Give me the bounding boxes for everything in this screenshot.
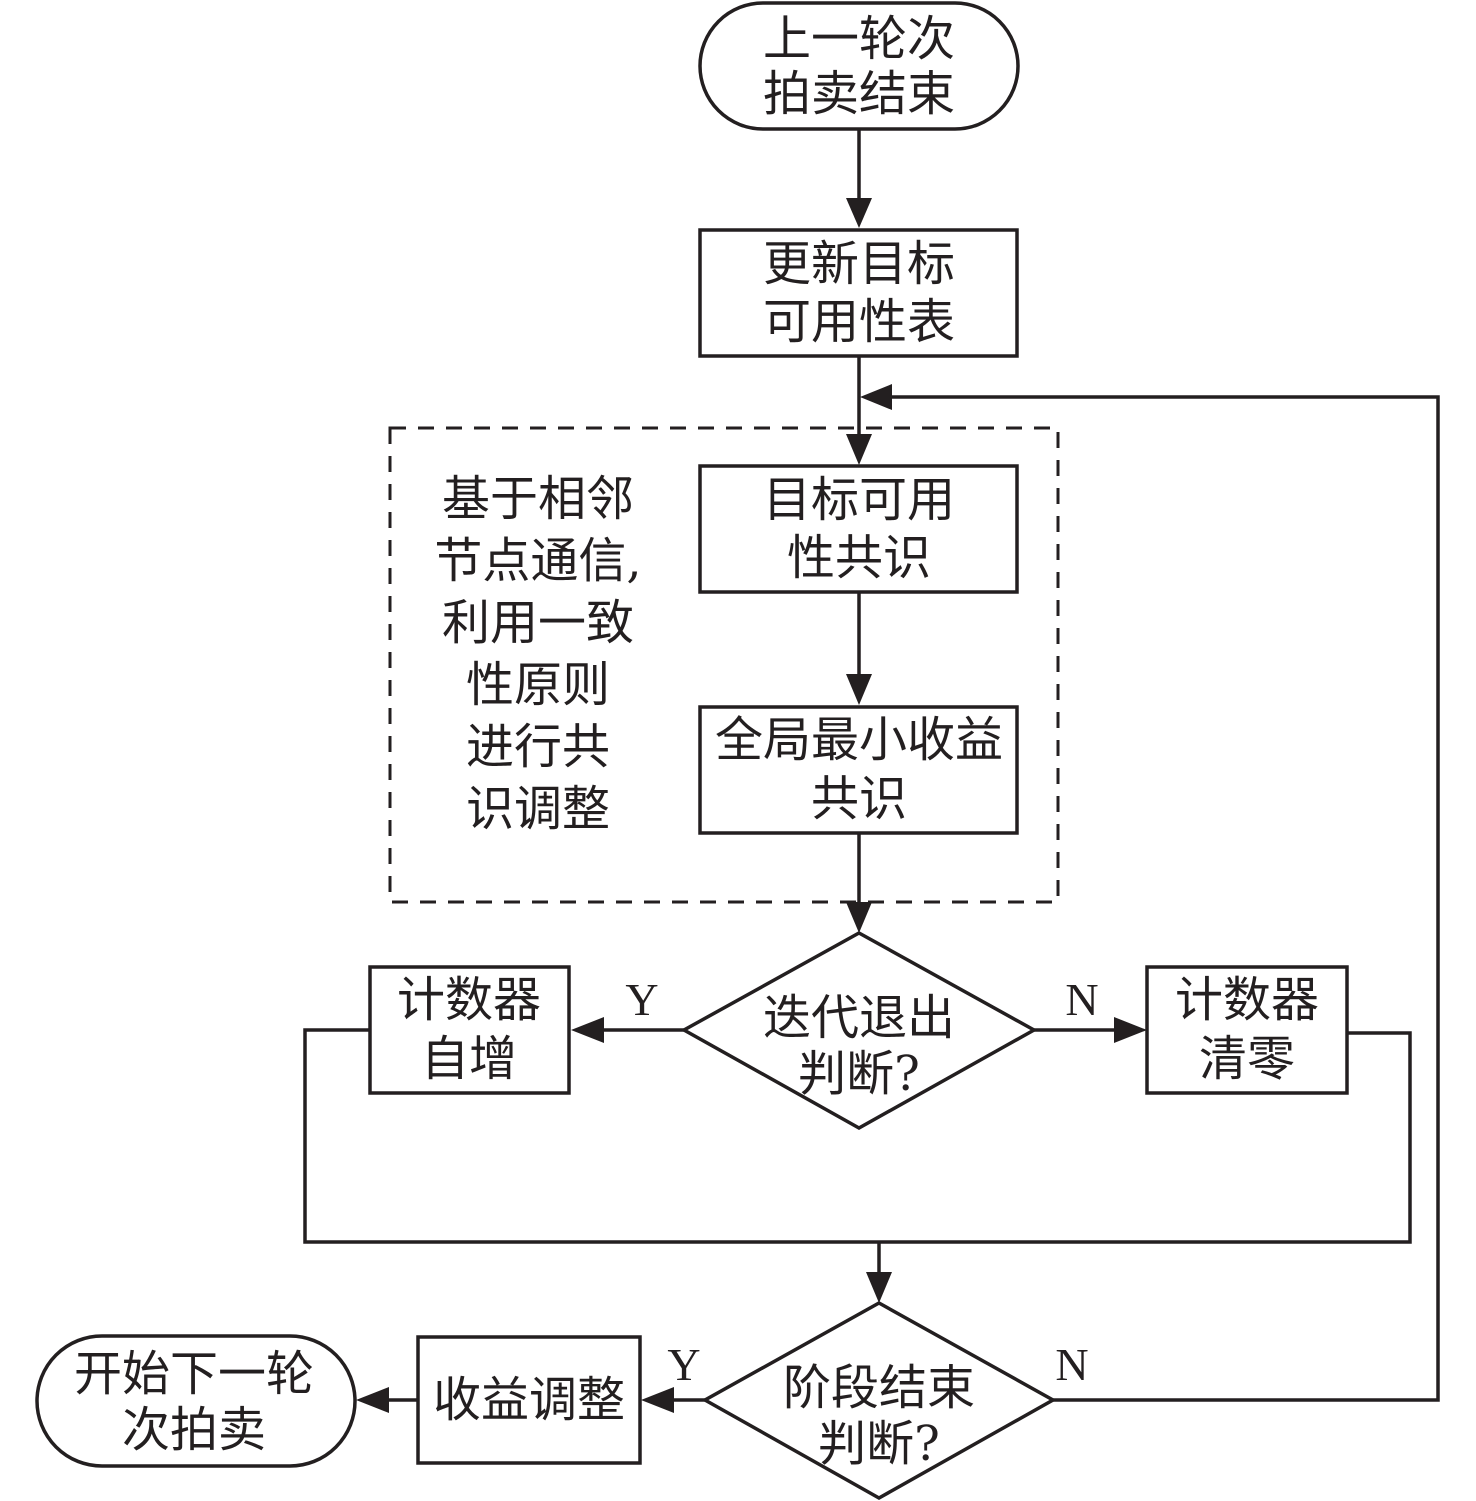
arrowhead-left-increment [571, 1017, 604, 1043]
node-increment-line-2: 自增 [421, 1031, 517, 1087]
node-global-line-1: 全局最小收益 [715, 712, 1003, 768]
node-target-consensus: 目标可用 性共识 [698, 464, 1019, 594]
arrowheads [356, 198, 1147, 1413]
node-iteration-exit: 迭代退出 判断? [680, 930, 1038, 1131]
edge-counters-merge [303, 1028, 1412, 1244]
node-adjust-line-1: 收益调整 [433, 1372, 625, 1428]
consensus-group-boundary [388, 426, 1060, 904]
node-global-line-2: 共识 [811, 771, 907, 827]
label-stage-yes: Y [667, 1339, 700, 1390]
connectors [303, 130, 1440, 1402]
arrowhead-down-global [846, 674, 872, 705]
node-end: 开始下一轮 次拍卖 [35, 1334, 357, 1468]
node-update-line-1: 更新目标 [763, 236, 955, 292]
terminal-shape [698, 1, 1020, 131]
node-update-line-2: 可用性表 [763, 294, 955, 350]
node-target-line-1: 目标可用 [763, 472, 955, 528]
process-shape [1145, 965, 1349, 1095]
process-shape [698, 705, 1019, 835]
node-iteration-line-1: 迭代退出 [763, 990, 955, 1046]
decision-shape [680, 930, 1038, 1131]
node-reset-line-1: 计数器 [1175, 972, 1319, 1028]
node-target-line-2: 性共识 [787, 530, 931, 586]
process-shape [416, 1335, 642, 1465]
arrowhead-left-adjust [641, 1387, 674, 1413]
node-iteration-line-2: 判断? [798, 1046, 920, 1102]
terminal-shape [35, 1334, 357, 1468]
arrowhead-down-stage [866, 1272, 892, 1303]
node-increment-line-1: 计数器 [397, 972, 541, 1028]
node-start-line-2: 拍卖结束 [763, 66, 955, 122]
arrowhead-down-iteration [846, 902, 872, 933]
node-counter-reset: 计数器 清零 [1145, 965, 1349, 1095]
node-stage-line-2: 判断? [818, 1416, 940, 1472]
label-iteration-yes: Y [625, 974, 658, 1025]
node-stage-line-1: 阶段结束 [783, 1360, 975, 1416]
arrowhead-right-reset [1114, 1017, 1147, 1043]
node-end-line-2: 次拍卖 [122, 1402, 266, 1458]
node-end-line-1: 开始下一轮 [74, 1346, 314, 1402]
arrowhead-left-end [356, 1387, 389, 1413]
node-revenue-adjust: 收益调整 [416, 1335, 642, 1465]
edge-stage-no-feedback [888, 395, 1440, 1402]
node-stage-end: 阶段结束 判断? [701, 1300, 1057, 1501]
annotation-line-1: 基于相邻 [442, 471, 634, 527]
annotation-line-5: 进行共 [466, 719, 610, 775]
label-stage-no: N [1055, 1339, 1088, 1390]
annotation-line-6: 识调整 [466, 781, 610, 837]
annotation-line-4: 性原则 [466, 657, 610, 713]
node-update-table: 更新目标 可用性表 [698, 228, 1019, 358]
annotation-line-2: 节点通信, [434, 533, 641, 589]
node-counter-increment: 计数器 自增 [368, 965, 571, 1095]
annotation-line-3: 利用一致 [442, 595, 634, 651]
arrowhead-left-feedback [860, 384, 892, 410]
process-shape [368, 965, 571, 1095]
node-global-min-consensus: 全局最小收益 共识 [698, 705, 1019, 835]
group-annotation: 基于相邻 节点通信, 利用一致 性原则 进行共 识调整 [434, 471, 641, 837]
arrowhead-down-update [846, 198, 872, 228]
node-start: 上一轮次 拍卖结束 [698, 1, 1020, 131]
process-shape [698, 464, 1019, 594]
node-reset-line-2: 清零 [1199, 1031, 1295, 1087]
label-iteration-no: N [1065, 974, 1098, 1025]
arrowhead-down-target [846, 434, 872, 465]
node-start-line-1: 上一轮次 [763, 11, 955, 67]
decision-shape [701, 1300, 1057, 1501]
process-shape [698, 228, 1019, 358]
